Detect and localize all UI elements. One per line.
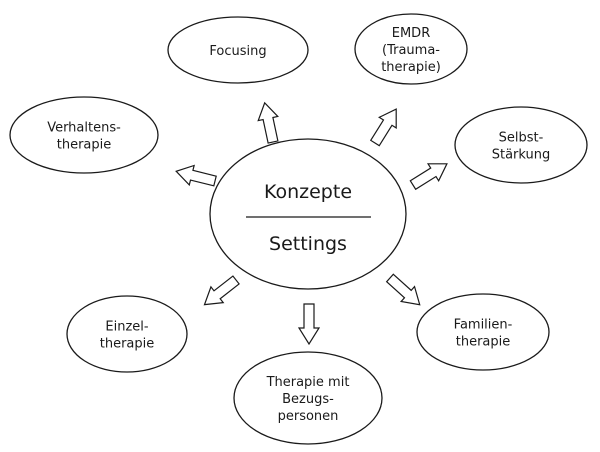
node-label-emdr: therapie) (381, 60, 441, 75)
node-label-bezugspersonen: Bezugs- (282, 392, 334, 407)
center-ellipse (209, 138, 407, 290)
arrow-to-focusing (257, 101, 279, 144)
node-ellipse-verhaltenstherapie (9, 96, 159, 174)
node-label-familientherapie: Familien- (454, 318, 513, 333)
node-ellipse-bezugspersonen (233, 351, 383, 445)
node-ellipse-selbststaerkung (454, 106, 588, 184)
node-focusing: Focusing (167, 16, 309, 84)
node-label-bezugspersonen: personen (278, 409, 339, 424)
node-ellipse-focusing (167, 16, 309, 84)
arrow-to-verhaltenstherapie (175, 164, 217, 187)
node-verhaltenstherapie: Verhaltens-therapie (9, 96, 159, 174)
arrow-to-selbststaerkung (409, 163, 448, 191)
node-einzeltherapie: Einzel-therapie (66, 295, 188, 373)
node-selbststaerkung: Selbst- Stärkung (454, 106, 588, 184)
node-label-selbststaerkung: Selbst- (499, 131, 544, 146)
center-node: Konzepte Settings (209, 138, 407, 290)
arrow-to-einzeltherapie (203, 275, 240, 306)
node-emdr: EMDR (Trauma-therapie) (354, 13, 468, 85)
node-label-verhaltenstherapie: Verhaltens- (47, 121, 121, 136)
arrows-layer (175, 101, 448, 346)
node-label-emdr: EMDR (392, 26, 430, 41)
node-ellipse-einzeltherapie (66, 295, 188, 373)
node-label-einzeltherapie: therapie (100, 337, 155, 352)
node-familientherapie: Familien-therapie (416, 293, 550, 371)
arrow-to-emdr (369, 108, 397, 147)
nodes-layer: Focusing EMDR (Trauma-therapie) Verhaltens-… (9, 13, 588, 445)
arrow-to-bezugspersonen (297, 303, 321, 346)
node-label-focusing: Focusing (209, 44, 266, 59)
center-bottom-label: Settings (269, 233, 347, 255)
node-label-selbststaerkung: Stärkung (492, 148, 551, 163)
node-label-verhaltenstherapie: therapie (57, 138, 112, 153)
center-top-label: Konzepte (264, 181, 352, 203)
node-ellipse-emdr (354, 13, 468, 85)
node-label-familientherapie: therapie (456, 335, 511, 350)
node-label-bezugspersonen: Therapie mit (266, 375, 350, 390)
node-label-emdr: (Trauma- (382, 43, 440, 58)
node-label-einzeltherapie: Einzel- (105, 320, 148, 335)
arrow-to-familientherapie (385, 273, 421, 306)
node-ellipse-familientherapie (416, 293, 550, 371)
